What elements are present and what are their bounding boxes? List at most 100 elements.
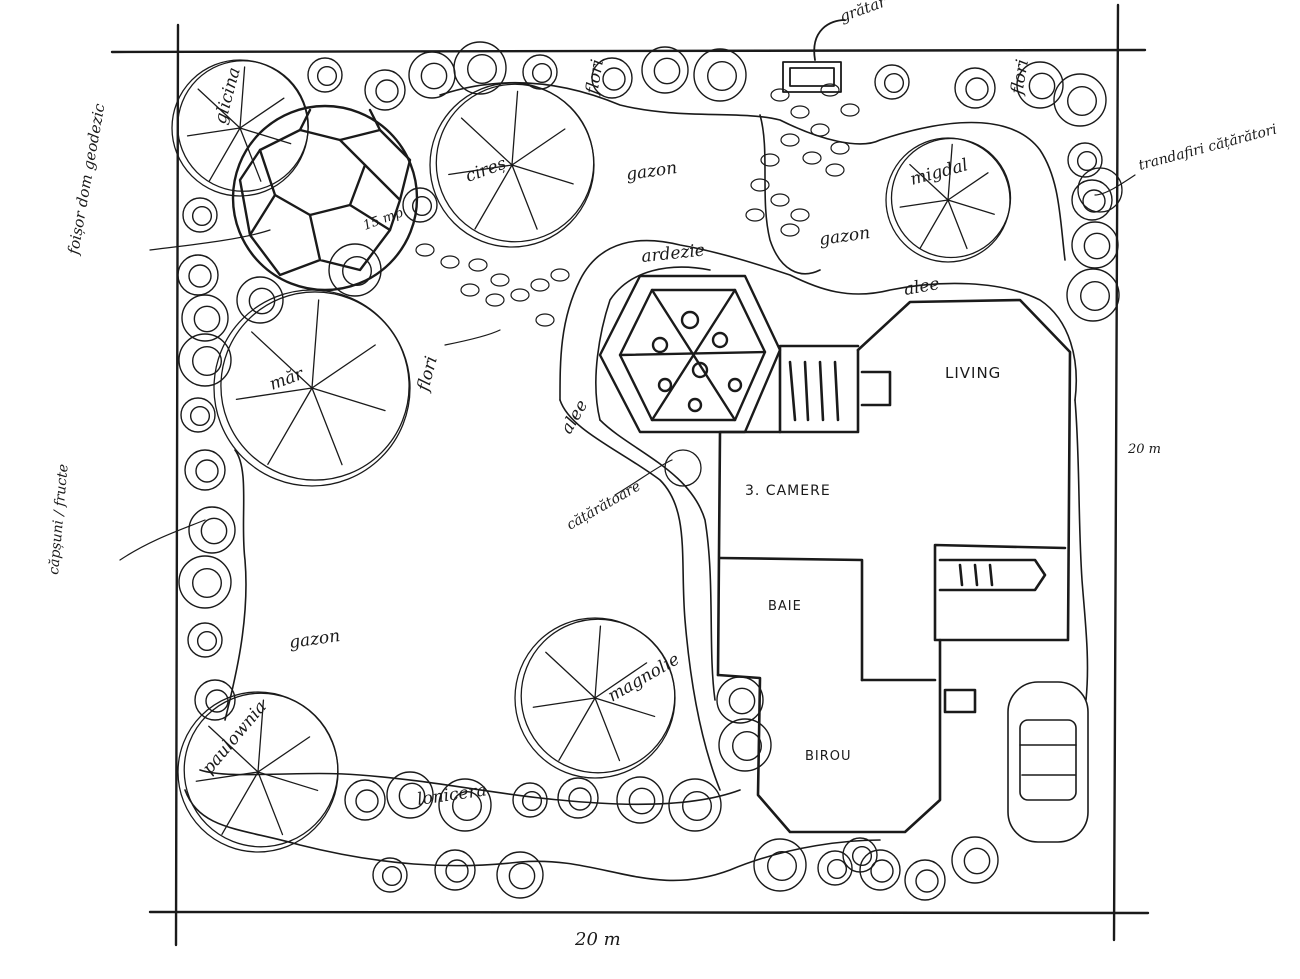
shrub [1016,61,1064,109]
tree-climbing-roses [1077,167,1123,213]
shrub [182,197,218,233]
shrub [372,857,408,893]
shrub [591,57,633,99]
label-path-main: alee [902,274,941,300]
label-gazebo: foișor dom geodezic [64,102,109,257]
label-climbing-roses: trandafiri cățărători [1137,122,1279,174]
shrub [453,41,507,95]
shrub-core [1066,85,1097,116]
shrub-core [1082,189,1106,213]
flower [820,83,840,97]
shrub [842,837,878,873]
svg-text:20 m: 20 m [1127,442,1161,457]
tree-magnolia [514,617,676,779]
shrub-core [381,865,403,887]
shrub [496,851,544,899]
shrub [344,779,386,821]
flower [770,88,790,102]
shrub-core [963,847,991,875]
tree-almond [885,137,1012,263]
flower [510,288,530,302]
label-lawn-north: gazon [625,158,678,185]
shrub [178,555,232,609]
shrub-core [191,568,222,599]
shrub-core [191,205,213,227]
shrub [178,333,232,387]
shrub [236,276,284,324]
shrub-core [189,405,211,427]
shrub [951,836,999,884]
shrub-core [200,517,228,545]
house-side-path-2 [599,419,716,701]
shrub-core [398,782,426,810]
flower [802,151,822,165]
label-strawberries: căpșuni / fructe [46,463,72,575]
shrub-core [1076,150,1098,172]
flower [825,163,845,177]
label-lawn-east: gazon [818,223,871,250]
label-room-living: LIVING [945,364,1001,382]
shrub-core [316,65,338,87]
shrub [693,48,747,102]
flower [460,283,480,297]
flower [750,178,770,192]
flower [760,153,780,167]
label-room-bath: BAIE [768,599,802,614]
shrub-core [883,72,905,94]
shrub [1066,268,1120,322]
flower [550,268,570,282]
label-path-north: ardezie [640,240,705,267]
shrub-core [452,791,483,822]
shrub-core [193,305,221,333]
shrub [181,294,229,342]
shrub-core [355,789,379,813]
flower [490,273,510,287]
shrub [408,51,456,99]
shrub [386,771,434,819]
shrub-core [191,346,222,377]
shrub [364,69,406,111]
shrub-core [568,787,592,811]
shrub [859,849,901,891]
shrub [817,850,853,886]
shrub [177,254,219,296]
shrub [753,838,807,892]
east-path [1074,399,1089,701]
svg-text:20 m: 20 m [574,929,621,950]
shrub-core [1079,281,1110,312]
grill [782,19,846,93]
annotation-leaders [119,174,1136,561]
flower [840,103,860,117]
shrub-core [445,859,469,883]
label-room-office: BIROU [805,749,852,764]
label-climbing-rose: cățărătoare [564,478,644,533]
geodesic-dome [231,104,419,292]
shrub-core [851,845,873,867]
shrub-core [732,731,763,762]
shrub-core [467,54,498,85]
shrub-core [602,67,626,91]
shrub [434,849,476,891]
shrub [402,187,438,223]
tree-apple [213,289,411,487]
shrub [557,777,599,819]
shrub [194,679,236,721]
shrub [188,506,236,554]
house-outline [716,298,1072,834]
shrub [1067,142,1103,178]
flower [535,313,555,327]
label-flowers-east: flori [1007,58,1033,98]
label-room-bedroom: 3. CAMERE [745,483,831,499]
shrub [718,718,772,772]
tree-cherry [429,82,595,248]
label-flowers-west: flori [413,354,442,395]
flower [770,193,790,207]
shrub [1071,221,1119,269]
flower [830,141,850,155]
label-almond: migdal [908,155,970,190]
shrub [187,622,223,658]
dimension-height: 20 m [1127,442,1161,457]
shrub-core [653,57,681,85]
west-path [224,449,247,721]
